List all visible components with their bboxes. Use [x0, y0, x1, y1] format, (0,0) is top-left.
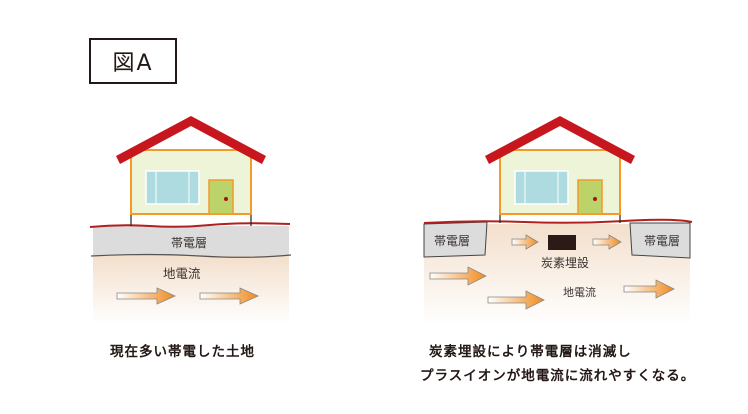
- carbon-block: [548, 235, 576, 250]
- current-arrow: [592, 234, 622, 250]
- right-caption-line1: 炭素埋設により帯電層は消滅し: [429, 344, 632, 360]
- current-arrow: [511, 234, 539, 250]
- charged-layer-label: 帯電層: [171, 236, 208, 250]
- current-arrow: [199, 287, 259, 305]
- house-door: [577, 179, 603, 215]
- charged-layer-right-label: 帯電層: [644, 234, 681, 248]
- left-scene: 帯電層 地電流 現在多い帯電した土地: [89, 116, 292, 360]
- charged-layer-left-label: 帯電層: [434, 234, 471, 248]
- house-roof: [485, 116, 635, 164]
- ground-current-label: 地電流: [163, 266, 201, 281]
- soil-layer: [93, 256, 289, 324]
- current-arrow: [487, 290, 545, 310]
- carbon-burial-label: 炭素埋設: [541, 256, 590, 270]
- house-roof: [116, 116, 266, 164]
- current-arrow: [623, 279, 675, 299]
- house-window: [145, 170, 200, 205]
- left-scene-illustration: [89, 116, 292, 324]
- house-door: [208, 179, 234, 215]
- figure-label: 図A: [112, 51, 154, 76]
- charged-layer-right: [629, 222, 691, 259]
- charged-layer-left: [423, 221, 488, 258]
- house-window: [514, 170, 569, 205]
- right-scene-illustration: [423, 116, 693, 324]
- right-scene: 帯電層 帯電層 炭素埋設 地電流 炭素埋設により帯電層は消滅し プラスイオンが地…: [374, 0, 748, 414]
- current-arrow: [429, 266, 487, 286]
- left-caption: 現在多い帯電した土地: [110, 344, 255, 360]
- charged-layer: [93, 226, 289, 256]
- current-arrow: [116, 287, 176, 305]
- ground-current-label: 地電流: [563, 286, 596, 299]
- figure-label-box: 図A: [89, 38, 177, 84]
- right-caption-line2: プラスイオンが地電流に流れやすくなる。: [420, 368, 696, 384]
